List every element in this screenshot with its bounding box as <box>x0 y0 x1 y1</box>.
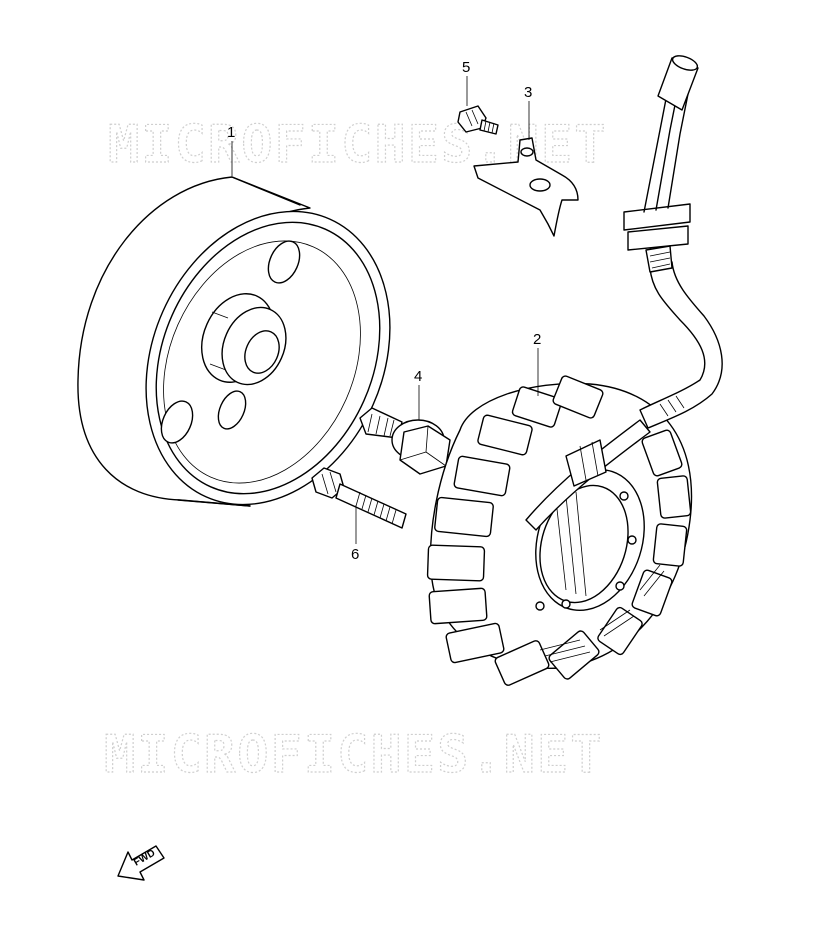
flange-bolt <box>359 407 451 475</box>
callout-1: 1 <box>227 124 235 176</box>
callout-3: 3 <box>524 84 532 140</box>
callout-2: 2 <box>533 331 541 396</box>
callout-4: 4 <box>414 368 422 420</box>
callout-5: 5 <box>462 59 470 106</box>
callout-number: 1 <box>227 124 235 141</box>
callout-number: 2 <box>533 331 541 348</box>
flywheel-rotor <box>77 176 391 507</box>
stator-coil <box>426 375 693 686</box>
long-bolt <box>311 467 407 529</box>
callout-number: 6 <box>351 546 359 563</box>
wire-bracket <box>473 137 579 237</box>
callout-number: 3 <box>524 84 532 101</box>
fwd-arrow-icon: FWD <box>117 845 165 881</box>
callout-6: 6 <box>351 505 359 563</box>
callout-number: 5 <box>462 59 470 76</box>
watermark-bottom: MICROFICHES.NET <box>104 725 604 785</box>
short-bolt <box>457 105 499 135</box>
callout-number: 4 <box>414 368 422 385</box>
wire-harness <box>623 55 723 429</box>
